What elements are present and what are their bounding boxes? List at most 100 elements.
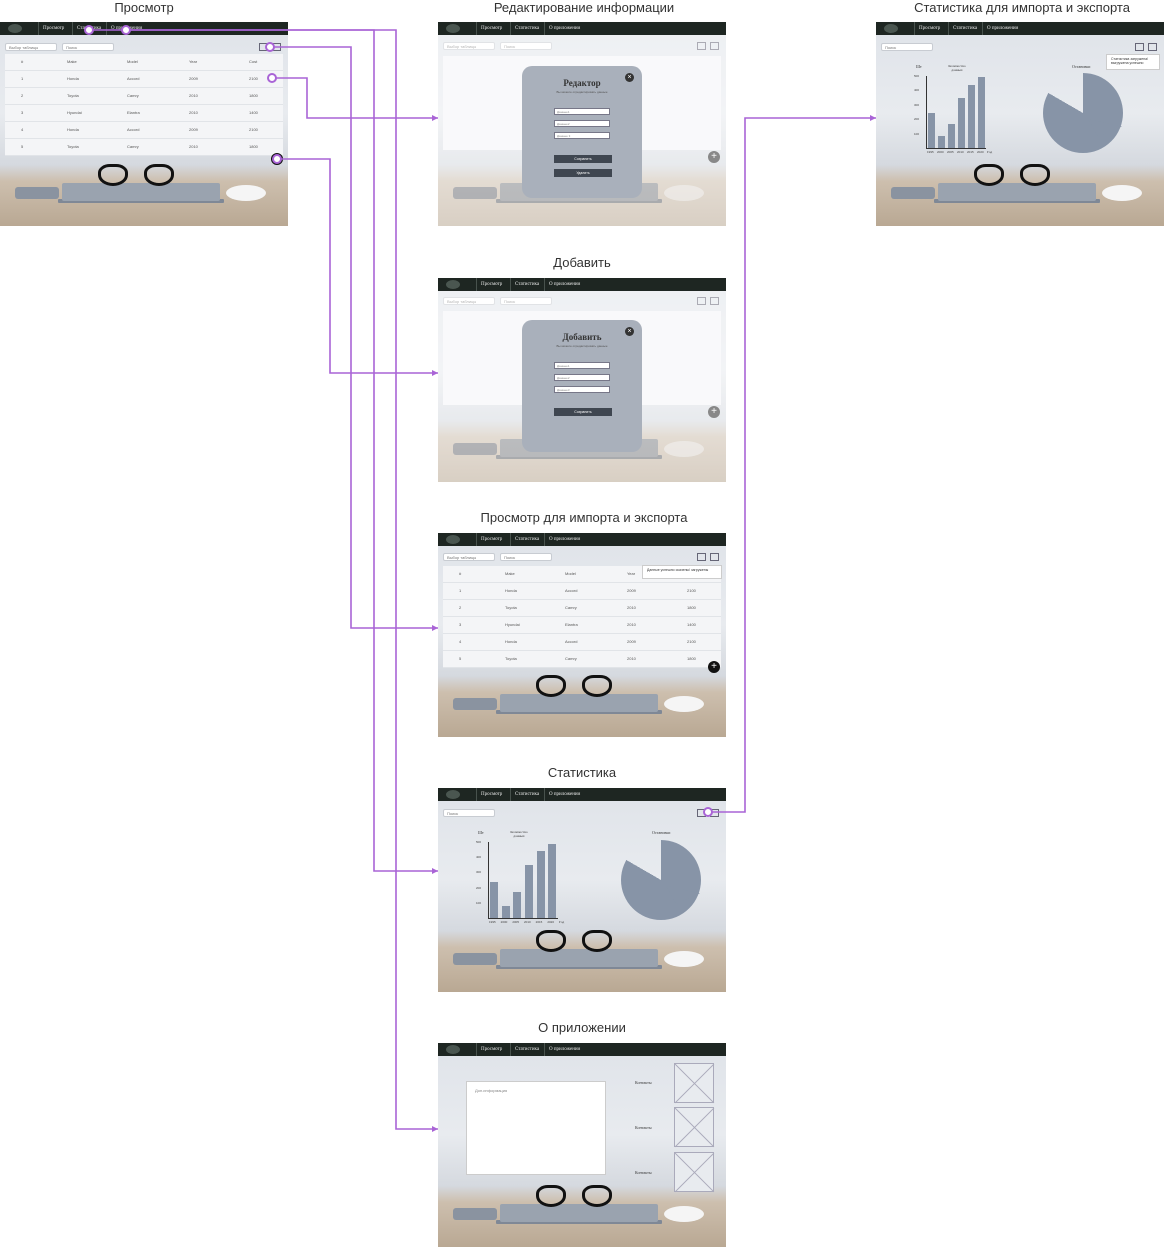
- delete-button[interactable]: Удалить: [554, 169, 612, 177]
- import-icon[interactable]: [697, 553, 706, 561]
- nav-stats[interactable]: Статистика: [948, 22, 981, 35]
- search-input[interactable]: Поиск: [500, 297, 552, 305]
- add-button[interactable]: +: [708, 151, 720, 163]
- nav-stats[interactable]: Статистика: [510, 533, 543, 546]
- import-icon[interactable]: [697, 297, 706, 305]
- table-select[interactable]: Выбор таблицы: [443, 553, 495, 561]
- cell: 1400: [249, 110, 258, 115]
- nav-about[interactable]: О приложении: [544, 788, 584, 801]
- search-input[interactable]: Поиск: [443, 809, 495, 817]
- table-select[interactable]: Выбор таблицы: [443, 297, 495, 305]
- add-button[interactable]: +: [708, 406, 720, 418]
- add-button[interactable]: +: [708, 661, 720, 673]
- nav-about[interactable]: О приложении: [106, 22, 146, 35]
- nav-about[interactable]: О приложении: [544, 533, 584, 546]
- add-field-1[interactable]: Данные1: [554, 362, 610, 369]
- frame-title-dobavit: Добавить: [553, 255, 611, 270]
- import-icon[interactable]: [697, 809, 706, 817]
- search-input[interactable]: Поиск: [881, 43, 933, 51]
- glasses: [536, 675, 612, 701]
- nav-view[interactable]: Просмотр: [476, 533, 506, 546]
- close-icon[interactable]: ×: [625, 327, 634, 336]
- export-icon[interactable]: [710, 809, 719, 817]
- phone: [453, 1208, 497, 1220]
- table-select[interactable]: Выбор таблицы: [443, 42, 495, 50]
- cell: Hyundai: [67, 110, 82, 115]
- add-button[interactable]: +: [271, 153, 283, 165]
- desk-photo: [438, 1185, 726, 1247]
- nav-view[interactable]: Просмотр: [38, 22, 68, 35]
- desk-photo: [438, 675, 726, 737]
- nav-stats[interactable]: Статистика: [510, 22, 543, 35]
- search-input[interactable]: Поиск: [500, 42, 552, 50]
- edit-field-3[interactable]: Данные 3: [554, 132, 610, 139]
- pie-chart: [1043, 73, 1123, 153]
- nav-about[interactable]: О приложении: [982, 22, 1022, 35]
- search-input[interactable]: Поиск: [500, 553, 552, 561]
- import-icon[interactable]: [1135, 43, 1144, 51]
- logo-icon: [446, 1045, 460, 1054]
- cell: Toyota: [67, 144, 79, 149]
- save-button[interactable]: Сохранить: [554, 408, 612, 416]
- nav-about[interactable]: О приложении: [544, 278, 584, 291]
- nav-view[interactable]: Просмотр: [476, 278, 506, 291]
- cell: Camry: [565, 656, 577, 661]
- add-field-3[interactable]: Данные3: [554, 386, 610, 393]
- import-icon[interactable]: [697, 42, 706, 50]
- export-icon[interactable]: [710, 42, 719, 50]
- cell: 2: [459, 605, 462, 610]
- search-input[interactable]: Поиск: [62, 43, 114, 51]
- nav-view[interactable]: Просмотр: [476, 788, 506, 801]
- screen-prosmotr: Просмотр Статистика О приложении Выбор т…: [0, 22, 288, 226]
- chart-bar: [928, 113, 935, 148]
- table-select[interactable]: Выбор таблицы: [5, 43, 57, 51]
- cell: Honda: [67, 76, 79, 81]
- laptop: [500, 949, 658, 967]
- cell: 3: [459, 622, 462, 627]
- nav-stats[interactable]: Статистика: [510, 1043, 543, 1056]
- x-tick-label: 2010: [524, 920, 531, 924]
- save-button[interactable]: Сохранить: [554, 155, 612, 163]
- cell: 1800: [249, 93, 258, 98]
- close-icon[interactable]: ×: [625, 73, 634, 82]
- chart-bar: [948, 123, 955, 148]
- x-tick-label: 2015: [967, 150, 974, 154]
- laptop: [500, 694, 658, 712]
- edit-field-1[interactable]: Данные1: [554, 108, 610, 115]
- export-icon[interactable]: [272, 43, 281, 51]
- nav-stats[interactable]: Статистика: [510, 788, 543, 801]
- laptop-base: [496, 199, 662, 203]
- nav-stats[interactable]: Статистика: [510, 278, 543, 291]
- nav-view[interactable]: Просмотр: [476, 22, 506, 35]
- modal-subtitle: Вы можете отредактировать данные: [556, 344, 608, 348]
- export-icon[interactable]: [1148, 43, 1157, 51]
- chart-bar: [525, 864, 534, 918]
- import-tooltip: Данные успешно скачены/ загружены: [642, 565, 722, 579]
- mouse: [1102, 185, 1142, 201]
- nav-view[interactable]: Просмотр: [914, 22, 944, 35]
- add-field-2[interactable]: Данные2: [554, 374, 610, 381]
- export-icon[interactable]: [710, 553, 719, 561]
- nav-stats[interactable]: Статистика: [72, 22, 105, 35]
- nav-view[interactable]: Просмотр: [476, 1043, 506, 1056]
- cell: 2009: [189, 127, 198, 132]
- y-tick-label: 200: [914, 117, 920, 122]
- nav-about[interactable]: О приложении: [544, 22, 584, 35]
- glasses: [536, 1185, 612, 1211]
- nav-about[interactable]: О приложении: [544, 1043, 584, 1056]
- modal-title: Редактор: [563, 78, 601, 88]
- cell: Accord: [127, 127, 140, 132]
- edit-field-2[interactable]: Данные2: [554, 120, 610, 127]
- import-icon[interactable]: [259, 43, 268, 51]
